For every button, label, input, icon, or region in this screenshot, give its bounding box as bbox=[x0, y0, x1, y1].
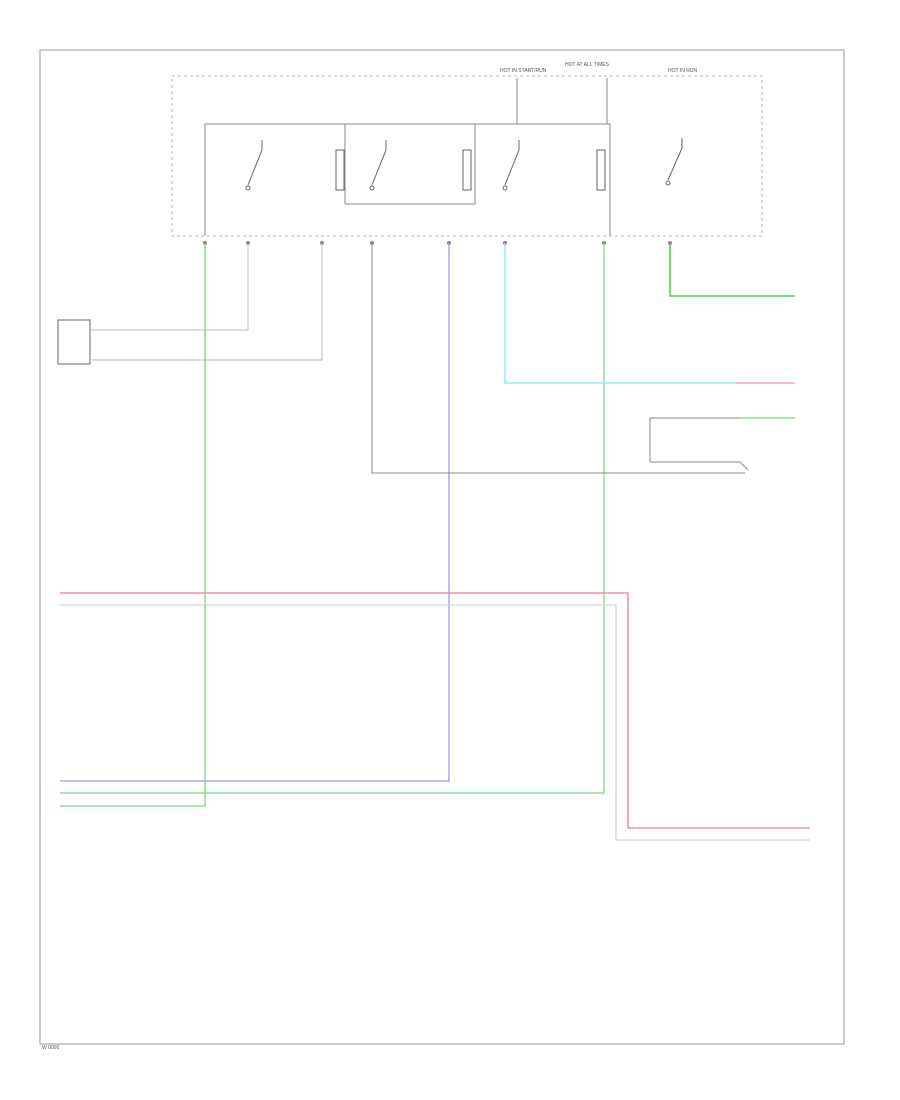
wire-green-main bbox=[60, 243, 206, 807]
label-hot-in-run: HOT IN RUN bbox=[668, 68, 697, 74]
wire-green-right bbox=[669, 243, 795, 297]
wire-pink bbox=[60, 592, 810, 829]
relay-switch-1 bbox=[245, 140, 263, 191]
left-sensor bbox=[57, 319, 91, 365]
wire-right-diode bbox=[650, 461, 749, 471]
connector-pins bbox=[203, 241, 672, 245]
wire-green-secondary bbox=[60, 243, 605, 794]
wire-sensor-left-bottom bbox=[90, 243, 323, 361]
wire-sensor-left-top bbox=[90, 243, 249, 331]
relay-coil-1 bbox=[335, 149, 345, 191]
footer-code: W 0000 bbox=[42, 1045, 59, 1051]
relay-coil-3 bbox=[596, 149, 606, 191]
wire-light-gray bbox=[60, 604, 810, 841]
wire-blue bbox=[60, 243, 450, 782]
label-hot-at-all-times: HOT AT ALL TIMES bbox=[565, 62, 610, 68]
relay-coil-2 bbox=[462, 149, 472, 191]
wire-right-sensor-loop bbox=[649, 417, 795, 462]
relay-internal-ground bbox=[344, 124, 476, 205]
label-hot-in-start-run: HOT IN START/RUN bbox=[500, 68, 547, 74]
wire-cyan bbox=[504, 243, 735, 384]
diagram-border bbox=[39, 49, 845, 1045]
relay-internal-bus bbox=[204, 123, 611, 236]
relay-switch-4 bbox=[665, 138, 683, 186]
relay-module-housing bbox=[171, 75, 763, 237]
relay-switch-2 bbox=[369, 140, 387, 191]
wire-gray-center bbox=[371, 243, 745, 474]
relay-switch-3 bbox=[502, 140, 520, 191]
